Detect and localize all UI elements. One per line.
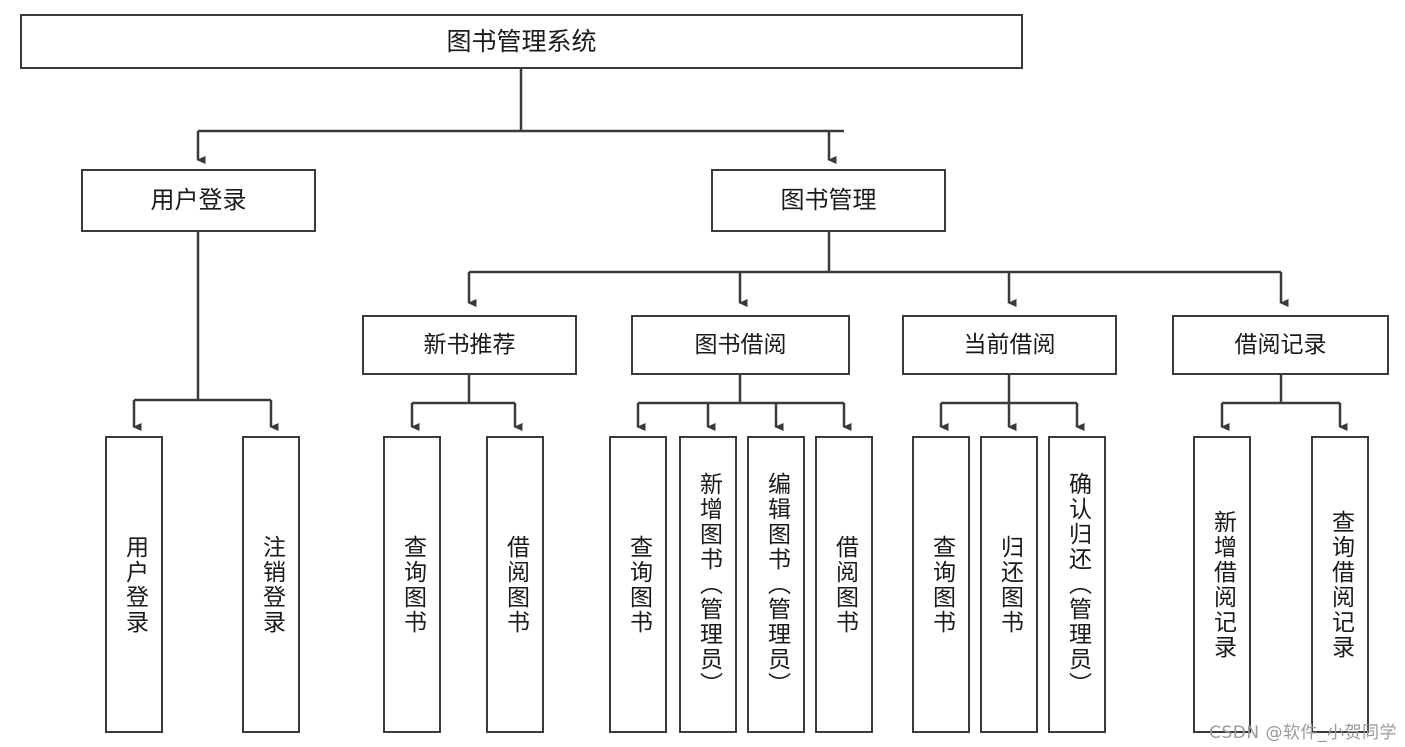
node-label: 借阅图书 (831, 534, 858, 635)
watermark: CSDN @软件_小贺同学 (1209, 723, 1397, 743)
node-current-borrow[interactable]: 当前借阅 (902, 315, 1117, 375)
leaf-book-borrow-query[interactable]: 查询图书 (609, 436, 667, 733)
leaf-current-borrow-query[interactable]: 查询图书 (912, 436, 970, 733)
node-label: 归还图书 (996, 534, 1023, 635)
leaf-user-login-login[interactable]: 用户登录 (105, 436, 163, 733)
node-borrow-record[interactable]: 借阅记录 (1172, 315, 1389, 375)
node-label: 新增借阅记录 (1209, 509, 1236, 660)
node-new-book-recommend[interactable]: 新书推荐 (362, 315, 577, 375)
leaf-borrow-record-query[interactable]: 查询借阅记录 (1311, 436, 1369, 733)
node-label: 图书借阅 (694, 331, 787, 358)
node-label: 图书管理系统 (446, 27, 597, 56)
node-label: 查询借阅记录 (1327, 509, 1354, 660)
node-label: 确认归还（管理员） (1064, 472, 1091, 697)
node-label: 查询图书 (399, 534, 426, 635)
node-label: 查询图书 (625, 534, 652, 635)
node-label: 查询图书 (928, 534, 955, 635)
node-user-login[interactable]: 用户登录 (81, 169, 316, 232)
node-label: 用户登录 (121, 534, 148, 635)
node-book-management[interactable]: 图书管理 (711, 169, 946, 232)
node-label: 借阅记录 (1234, 331, 1327, 358)
leaf-book-borrow-borrow[interactable]: 借阅图书 (815, 436, 873, 733)
leaf-book-borrow-add[interactable]: 新增图书（管理员） (679, 436, 737, 733)
node-label: 当前借阅 (963, 331, 1056, 358)
node-label: 新增图书（管理员） (695, 472, 722, 697)
leaf-new-book-borrow[interactable]: 借阅图书 (486, 436, 544, 733)
node-label: 借阅图书 (502, 534, 529, 635)
leaf-current-borrow-return[interactable]: 归还图书 (980, 436, 1038, 733)
leaf-borrow-record-add[interactable]: 新增借阅记录 (1193, 436, 1251, 733)
leaf-current-borrow-confirm-return[interactable]: 确认归还（管理员） (1048, 436, 1106, 733)
leaf-book-borrow-edit[interactable]: 编辑图书（管理员） (747, 436, 805, 733)
leaf-user-login-logout[interactable]: 注销登录 (242, 436, 300, 733)
node-label: 编辑图书（管理员） (763, 472, 790, 697)
node-label: 新书推荐 (423, 331, 516, 358)
node-book-borrow[interactable]: 图书借阅 (631, 315, 850, 375)
leaf-new-book-query[interactable]: 查询图书 (383, 436, 441, 733)
node-label: 用户登录 (150, 185, 247, 214)
node-label: 图书管理 (780, 185, 877, 214)
node-label: 注销登录 (258, 534, 285, 635)
node-root-system[interactable]: 图书管理系统 (20, 14, 1023, 69)
